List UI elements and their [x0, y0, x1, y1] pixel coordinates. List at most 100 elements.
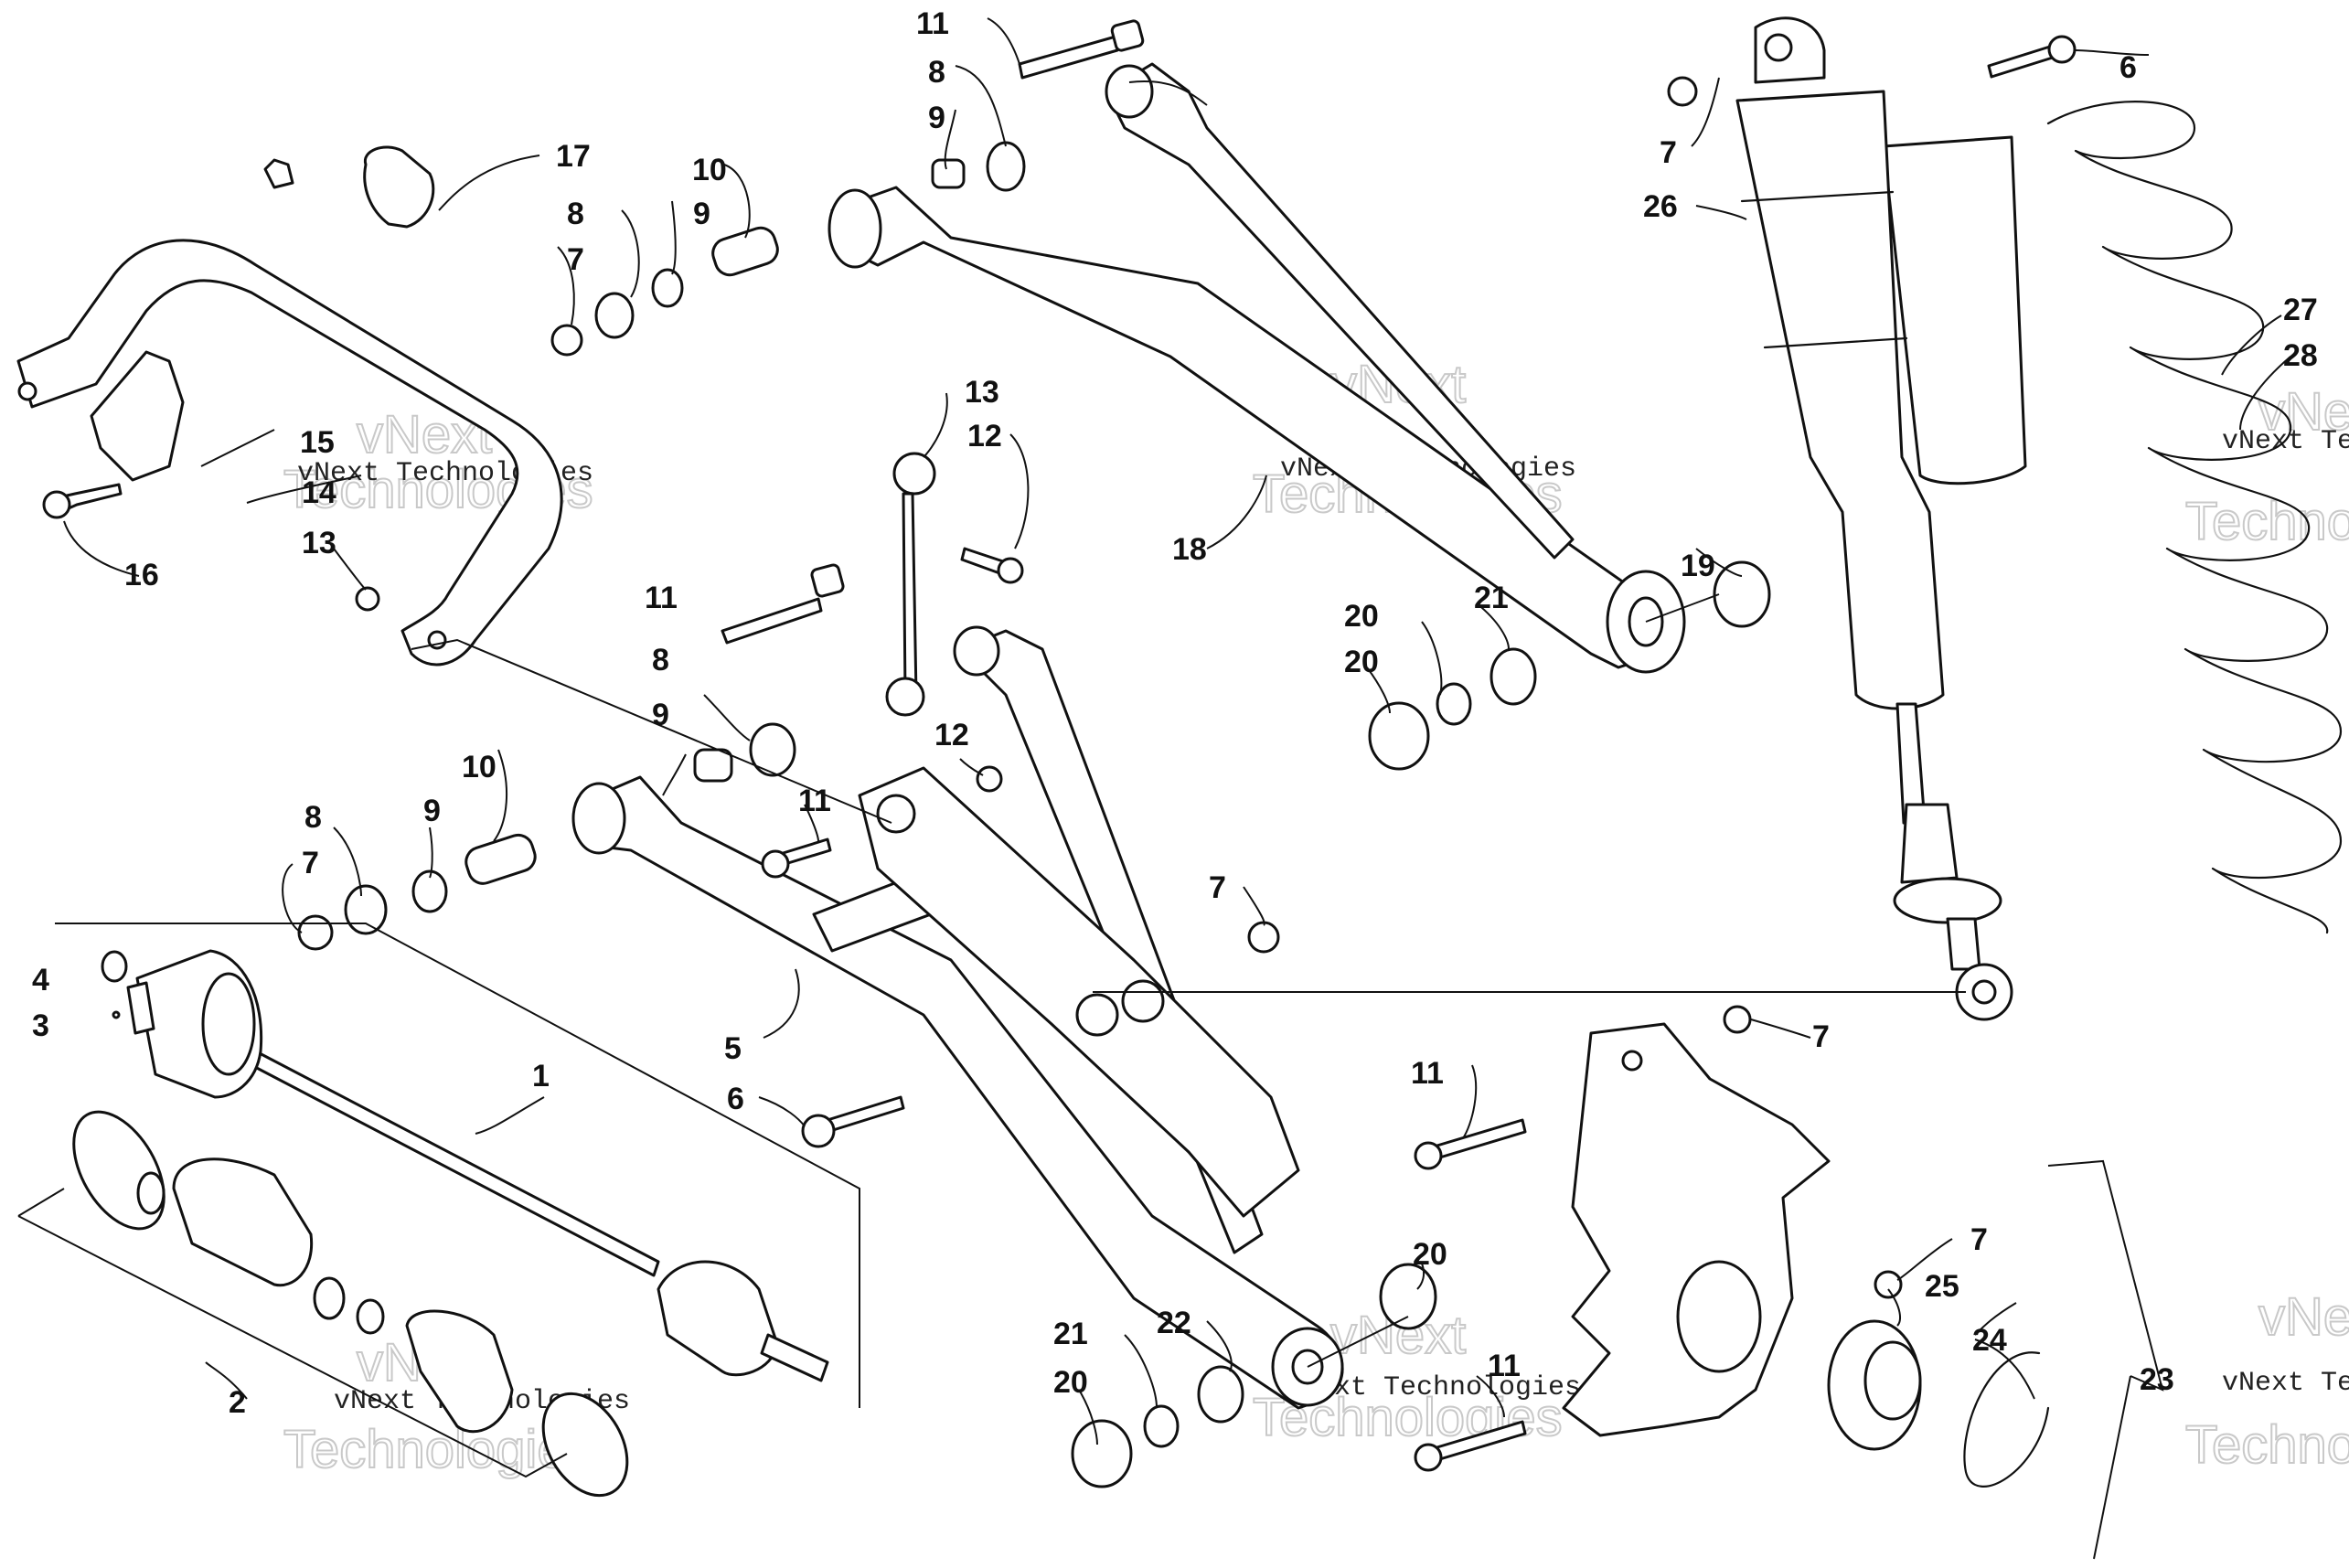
- knuckle-group: [1414, 1005, 1903, 1472]
- watermark-big-bottom-6: Technologies: [2185, 1415, 2349, 1475]
- dust-seal-20-upper-b: [1368, 701, 1430, 771]
- callout-22-upper: 21: [1474, 581, 1509, 615]
- bracket-shock-hole-a: [1121, 979, 1165, 1023]
- dust-seal-20-lower-b: [1071, 1419, 1133, 1488]
- callout-11-lower: 11: [645, 581, 678, 615]
- sway-link-bottom-eye: [885, 677, 925, 717]
- watermark-big-bottom-3: Technologies: [2185, 492, 2349, 551]
- nut-7-knuckle-side: [1874, 1270, 1903, 1299]
- callout-9-upper-front: 9: [693, 197, 710, 231]
- ball-joint-kit-upper: [1368, 560, 1771, 771]
- callout-10-upper: 10: [692, 153, 727, 187]
- bolt-11-upper: [1018, 35, 1119, 80]
- callout-21-upper: 20: [1344, 599, 1379, 634]
- washer-8-upper-front: [594, 292, 635, 339]
- stabilizer-bar: [16, 239, 563, 667]
- callout-4: 4: [32, 963, 49, 997]
- bolt-11-knuckle-upper-head: [1414, 1141, 1443, 1170]
- callout-25: 25: [1925, 1269, 1959, 1304]
- cv-boot-outer: [405, 1309, 514, 1434]
- bracket-shock-hole-b: [1075, 993, 1119, 1037]
- callout-9-lower-front: 9: [423, 794, 441, 828]
- callout-18: 17: [556, 139, 591, 174]
- sway-link-14: [902, 492, 918, 697]
- shock-boot: [1900, 803, 1959, 884]
- ball-joint-22-upper: [1489, 647, 1537, 706]
- callout-10-lower: 10: [462, 750, 496, 784]
- callout-9-upper-rear: 9: [928, 101, 945, 135]
- callout-7-upper-front: 7: [567, 242, 584, 277]
- steering-knuckle: [1562, 1022, 1831, 1437]
- callout-12-upper: 12: [967, 419, 1002, 453]
- shock-clamp-ring-2: [1763, 336, 1908, 349]
- callout-9-lower-rear: 9: [652, 698, 669, 732]
- ball-3: [112, 1010, 121, 1019]
- bearing-group: [1827, 1319, 2050, 1488]
- bushing-9-upper-front: [651, 268, 684, 308]
- ball-joint-22-lower: [1197, 1365, 1244, 1424]
- lower-a-arm-group: [571, 625, 1344, 1410]
- watermark-line-6: vNext Technologies: [2222, 1368, 2349, 1399]
- bracket-upper-hole: [876, 794, 916, 834]
- callout-13-upper: 13: [302, 526, 336, 560]
- boot-clamp-small-3: [356, 1298, 385, 1335]
- callout-14: 13: [965, 375, 999, 410]
- callout-1: 1: [532, 1059, 550, 1093]
- washer-8-lower-rear: [749, 722, 796, 777]
- boot-clamp-small-2: [313, 1276, 346, 1320]
- lower-a-arm-rear-pivot: [953, 625, 1000, 677]
- stabilizer-bar-group: [16, 145, 563, 667]
- callout-labels: 11 8 9 10 9 8 7 17 15 14 16 13 13 12 18 …: [32, 6, 2318, 1420]
- leader-lines: [17, 17, 2291, 1560]
- callout-8-upper-rear: 8: [928, 55, 945, 90]
- lower-a-arm-front-pivot: [571, 782, 626, 855]
- nut-7-upper: [550, 324, 583, 357]
- bolt-6-lower-head: [801, 1114, 836, 1148]
- boot-clamp-large-1: [72, 1110, 165, 1231]
- callout-11-knuckle-lower: 11: [1488, 1349, 1521, 1383]
- inner-cv-joint-face: [201, 972, 256, 1076]
- callout-28: 28: [2283, 338, 2318, 373]
- knuckle-hub-bore: [1676, 1260, 1762, 1373]
- bolt-11-lower-head: [810, 563, 845, 598]
- callout-20-lower-a: 20: [1413, 1237, 1447, 1272]
- dust-seal-20-lower-a: [1379, 1263, 1437, 1330]
- callout-17: 16: [124, 558, 159, 592]
- snap-ring-24: [1963, 1351, 2050, 1488]
- washer-8-upper: [986, 141, 1026, 192]
- sleeve-10-lower: [464, 833, 537, 885]
- callout-24: 24: [1972, 1323, 2007, 1358]
- boot-clamp-large-2: [541, 1392, 629, 1498]
- callout-8-upper-front: 8: [567, 197, 584, 231]
- bushing-9-lower-front: [411, 869, 448, 913]
- nut-13-lower: [976, 765, 1003, 793]
- shock-bottom-cap: [1893, 877, 2002, 924]
- watermark-group: vNext Technologies vNext Technologies vN…: [283, 354, 2349, 1480]
- upper-a-arm-rear-pivot: [1105, 64, 1154, 119]
- bolt-11-lower: [721, 597, 823, 645]
- nut-7-lower-front: [297, 914, 334, 951]
- callout-6-lower: 6: [727, 1082, 744, 1116]
- upper-a-arm: [830, 186, 1657, 669]
- callout-23: 23: [2140, 1362, 2174, 1397]
- knuckle-upper-hole: [1621, 1050, 1643, 1072]
- boot-clamp-small-1: [136, 1171, 165, 1215]
- shock-bottom-bore: [1971, 979, 1997, 1005]
- bolt-11-upper-head: [1110, 19, 1145, 52]
- callout-5: 5: [724, 1031, 742, 1066]
- upper-hardware-group: [550, 19, 1145, 357]
- sway-link-top-eye: [892, 452, 936, 496]
- inner-cv-stub: [126, 981, 155, 1035]
- bolt-11-knuckle-lower-head: [1414, 1443, 1443, 1472]
- shock-reservoir: [1882, 135, 2027, 485]
- snap-ring-4: [101, 950, 128, 983]
- bearing-25-bore: [1863, 1340, 1922, 1421]
- callout-8-lower-rear: 8: [652, 643, 669, 677]
- bushing-9-upper: [931, 158, 966, 189]
- shock-mount-bracket: [858, 766, 1300, 1218]
- callout-7-knuckle-side: 7: [1970, 1222, 1988, 1257]
- callout-6-upper: 6: [2119, 50, 2137, 85]
- stabilizer-bar-end-hole: [17, 381, 37, 401]
- bolt-6-upper-head: [2047, 35, 2077, 64]
